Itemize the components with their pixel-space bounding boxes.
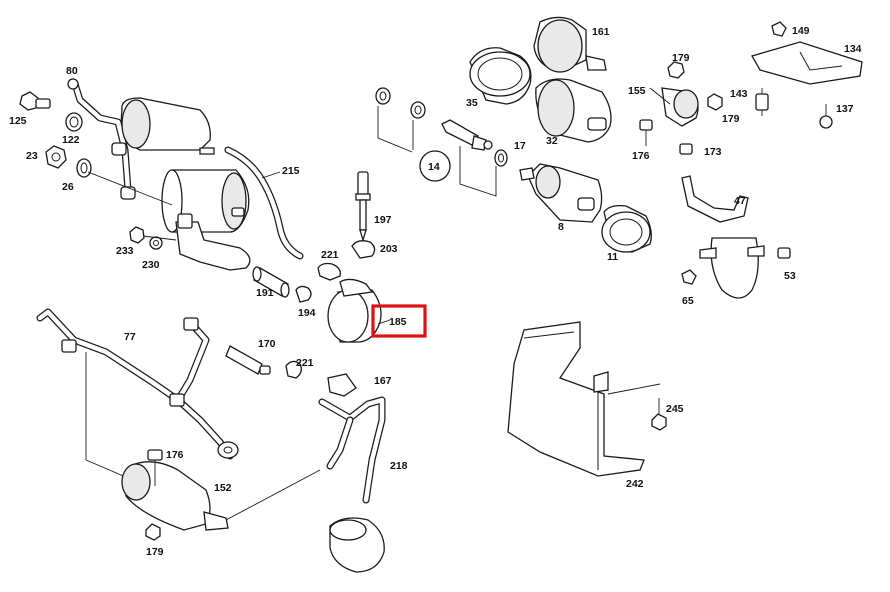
label-179-mid: 179 bbox=[722, 113, 740, 125]
label-65: 65 bbox=[682, 295, 694, 307]
label-143: 143 bbox=[730, 88, 748, 100]
label-176-bottom: 176 bbox=[166, 449, 184, 461]
label-149: 149 bbox=[792, 25, 810, 37]
label-245: 245 bbox=[666, 403, 684, 415]
hose-215 bbox=[224, 146, 304, 260]
label-53: 53 bbox=[784, 270, 796, 282]
cover-242 bbox=[507, 321, 667, 477]
label-152: 152 bbox=[214, 482, 232, 494]
label-77: 77 bbox=[124, 331, 136, 343]
label-221-top: 221 bbox=[321, 249, 339, 261]
label-32: 32 bbox=[546, 135, 558, 147]
label-17: 17 bbox=[514, 140, 526, 152]
sleeve-191 bbox=[252, 266, 290, 298]
label-8: 8 bbox=[558, 221, 564, 233]
label-179-top: 179 bbox=[672, 52, 690, 64]
label-197: 197 bbox=[374, 214, 392, 226]
label-203: 203 bbox=[380, 243, 398, 255]
label-176-top: 176 bbox=[632, 150, 650, 162]
pump-seal-group-14 bbox=[375, 87, 508, 197]
label-134: 134 bbox=[844, 43, 862, 55]
label-125: 125 bbox=[9, 115, 27, 127]
label-233: 233 bbox=[116, 245, 134, 257]
part-number-labels: 80 125 122 23 26 233 230 215 191 194 221… bbox=[9, 25, 862, 558]
label-161: 161 bbox=[592, 26, 610, 38]
label-185: 185 bbox=[389, 316, 407, 328]
fuel-pump-group bbox=[469, 16, 612, 143]
label-14: 14 bbox=[428, 161, 440, 173]
hose-218-group bbox=[285, 360, 386, 573]
relay-bracket-155 bbox=[639, 61, 769, 155]
label-137: 137 bbox=[836, 103, 854, 115]
label-26: 26 bbox=[62, 181, 74, 193]
label-155: 155 bbox=[628, 85, 646, 97]
damper-185 bbox=[327, 278, 391, 343]
filter-assembly-upper-left bbox=[19, 78, 251, 271]
label-35: 35 bbox=[466, 97, 478, 109]
mounting-plate-134 bbox=[751, 21, 863, 129]
label-218: 218 bbox=[390, 460, 408, 472]
label-215: 215 bbox=[282, 165, 300, 177]
highlight-box-185[interactable] bbox=[371, 304, 427, 338]
label-11: 11 bbox=[607, 251, 618, 263]
clamps-221-194-203 bbox=[295, 240, 376, 303]
pump-8-and-sleeve-11 bbox=[519, 163, 652, 253]
label-221-bottom: 221 bbox=[296, 357, 314, 369]
clamp-47 bbox=[681, 175, 791, 299]
label-122: 122 bbox=[62, 134, 80, 146]
injector-197 bbox=[355, 171, 371, 243]
label-230: 230 bbox=[142, 259, 160, 271]
label-191: 191 bbox=[256, 287, 274, 299]
label-242: 242 bbox=[626, 478, 644, 490]
label-167: 167 bbox=[374, 375, 392, 387]
label-80: 80 bbox=[66, 65, 78, 77]
fuel-lines-77 bbox=[36, 308, 321, 521]
label-173: 173 bbox=[704, 146, 722, 158]
label-170: 170 bbox=[258, 338, 276, 350]
label-179-bottom: 179 bbox=[146, 546, 164, 558]
pump-152 bbox=[121, 449, 229, 541]
label-47: 47 bbox=[734, 195, 746, 207]
label-23: 23 bbox=[26, 150, 38, 162]
label-194: 194 bbox=[298, 307, 316, 319]
